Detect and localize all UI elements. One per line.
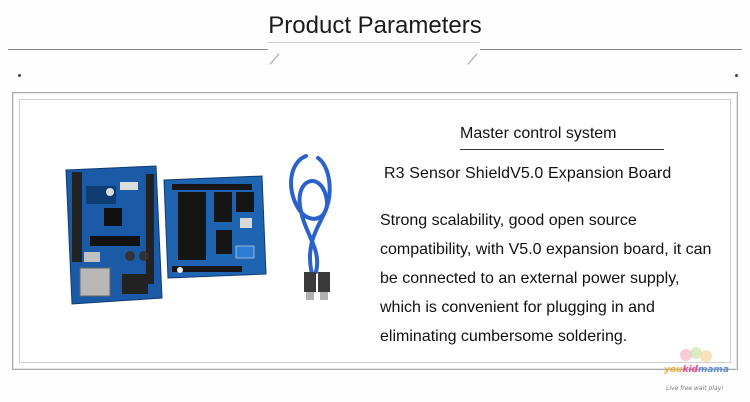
product-description: Strong scalability, good open source com… [380, 212, 712, 345]
sensor-shield-board-icon [163, 175, 267, 279]
product-image [65, 154, 332, 305]
decor-tick [467, 53, 478, 65]
product-subtitle: R3 Sensor ShieldV5.0 Expansion Board [384, 165, 672, 182]
uno-r3-board-icon [65, 165, 163, 305]
watermark-text: youkidmama [664, 365, 729, 375]
decor-dot [735, 74, 738, 77]
page-title: Product Parameters [268, 12, 482, 39]
balloon-icon [680, 347, 712, 362]
usb-cable-icon [289, 154, 332, 300]
decor-tick [269, 53, 280, 65]
watermark-tagline: Live free wait play! [666, 385, 724, 392]
section-title: Master control system [460, 125, 664, 150]
decor-dot [18, 74, 21, 77]
header-rule-center [268, 42, 480, 43]
header-rule-left [8, 49, 268, 50]
panel-inner-frame [19, 99, 731, 363]
header-rule-right [480, 49, 742, 50]
brand-watermark: youkidmama Live free wait play! [664, 345, 744, 400]
